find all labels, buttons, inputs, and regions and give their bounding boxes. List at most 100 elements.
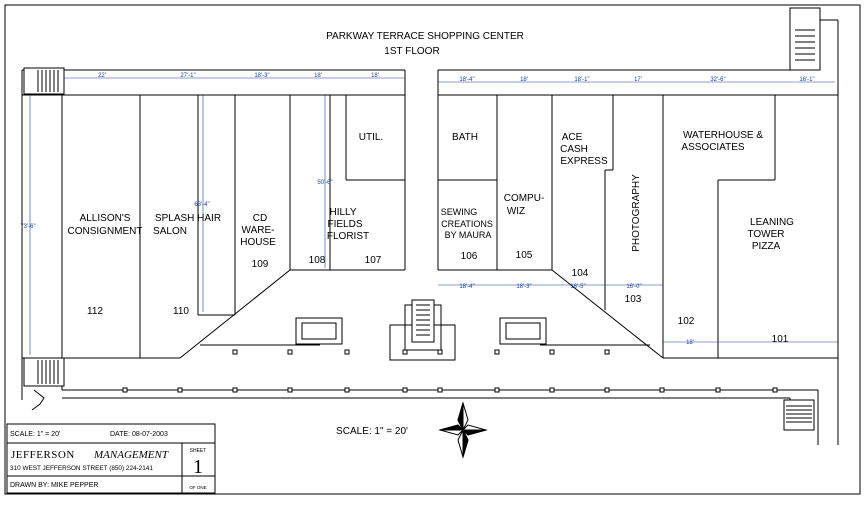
dim-label: 32'-6" — [710, 77, 725, 83]
unit-number: 101 — [772, 334, 789, 345]
scale-note: SCALE: 1" = 20' — [336, 426, 408, 437]
column-marker — [287, 387, 293, 393]
svg-text:UTIL.: UTIL. — [359, 132, 383, 143]
vertical-dimensions: 73'-6" 63'-4" 50'-6" — [20, 180, 332, 230]
svg-text:WATERHOUSE &: WATERHOUSE & — [683, 130, 763, 141]
svg-text:ASSOCIATES: ASSOCIATES — [681, 142, 744, 153]
svg-text:BATH: BATH — [452, 132, 478, 143]
unit-109: CD WARE- HOUSE 109 — [240, 213, 276, 270]
column-marker — [604, 387, 610, 393]
svg-text:ACE: ACE — [562, 132, 583, 143]
svg-text:BY MAURA: BY MAURA — [445, 230, 492, 240]
sheet-number: 1 — [193, 456, 203, 478]
svg-text:PHOTOGRAPHY: PHOTOGRAPHY — [631, 174, 642, 252]
unit-number: 108 — [309, 255, 326, 266]
unit-util: UTIL. — [359, 132, 383, 143]
svg-text:CREATIONS: CREATIONS — [441, 219, 493, 229]
svg-text:FLORIST: FLORIST — [327, 231, 369, 242]
unit-112: ALLISON'S CONSIGNMENT 112 — [68, 213, 143, 317]
unit-number: 107 — [365, 255, 382, 266]
svg-text:SPLASH HAIR: SPLASH HAIR — [155, 213, 221, 224]
unit-number: 105 — [516, 250, 533, 261]
top-dimensions: 22' 27'-1" 18'-3" 18' 18' 18'-4" 18' 18'… — [98, 73, 815, 83]
dim-label: 18'-4" — [459, 77, 474, 83]
dimension-lines — [29, 77, 838, 355]
svg-text:HOUSE: HOUSE — [240, 237, 276, 248]
column-marker — [549, 387, 555, 393]
dim-label: 18' — [371, 73, 379, 79]
unit-101: LEANING TOWER PIZZA 101 — [747, 217, 794, 345]
dim-label: 18'-4" — [459, 284, 474, 290]
column-marker — [232, 349, 238, 355]
svg-text:LEANING: LEANING — [750, 217, 794, 228]
dim-label: 73'-6" — [20, 224, 35, 230]
plan-title: PARKWAY TERRACE SHOPPING CENTER — [326, 31, 524, 42]
svg-text:PIZZA: PIZZA — [752, 241, 781, 252]
column-marker — [604, 349, 610, 355]
company-name: JEFFERSON — [11, 449, 75, 461]
svg-text:EXPRESS: EXPRESS — [560, 156, 608, 167]
unit-number: 102 — [678, 316, 695, 327]
dim-label: 18'-3" — [516, 284, 531, 290]
unit-103: PHOTOGRAPHY 103 — [625, 174, 642, 305]
svg-text:CASH: CASH — [560, 144, 588, 155]
stairs-left-bottom — [23, 357, 65, 411]
unit-108: 108 — [309, 255, 326, 266]
building-outline — [21, 7, 839, 445]
unit-number: 103 — [625, 294, 642, 305]
company-address: 310 WEST JEFFERSON STREET (850) 224-2141 — [10, 465, 153, 472]
svg-text:CONSIGNMENT: CONSIGNMENT — [68, 226, 143, 237]
column-marker — [344, 387, 350, 393]
column-marker — [437, 349, 443, 355]
svg-text:SEWING: SEWING — [441, 207, 478, 217]
unit-107: HILLY FIELDS FLORIST 107 — [327, 207, 382, 266]
dim-label: 18' — [686, 340, 694, 346]
dim-label: 18'-3" — [254, 73, 269, 79]
unit-number: 106 — [461, 251, 478, 262]
north-star-icon — [438, 401, 488, 459]
unit-bath: BATH — [452, 132, 478, 143]
svg-text:SALON: SALON — [153, 226, 187, 237]
title-block: SCALE: 1" = 20' DATE: 08-07-2003 JEFFERS… — [6, 423, 216, 494]
column-marker — [494, 387, 500, 393]
dim-label: 18' — [314, 73, 322, 79]
column-marker — [772, 387, 778, 393]
column-marker — [549, 349, 555, 355]
unit-106: SEWING CREATIONS BY MAURA 106 — [441, 207, 493, 262]
column-marker — [232, 387, 238, 393]
unit-105: COMPU- WIZ 105 — [504, 193, 545, 261]
company-name-italic: MANAGEMENT — [93, 449, 169, 461]
unit-number: 110 — [173, 306, 189, 317]
svg-text:COMPU-: COMPU- — [504, 193, 545, 204]
unit-110: SPLASH HAIR SALON 110 — [153, 213, 221, 317]
plan-subtitle: 1ST FLOOR — [384, 46, 439, 57]
unit-number: 104 — [572, 268, 589, 279]
stairs-right-bottom — [783, 399, 815, 431]
column-marker — [287, 349, 293, 355]
dim-label: 18'-1" — [574, 77, 589, 83]
column-marker — [177, 387, 183, 393]
column-marker — [122, 387, 128, 393]
unit-number: 112 — [87, 306, 103, 317]
dim-label: 17' — [634, 77, 642, 83]
dim-label: 27'-1" — [180, 73, 195, 79]
column-marker — [344, 349, 350, 355]
svg-text:ALLISON'S: ALLISON'S — [80, 213, 131, 224]
bottom-dimensions: 18'-4" 18'-3" 18'-5" 16'-0" 18' — [459, 284, 694, 346]
dim-label: 22' — [98, 73, 106, 79]
column-marker — [402, 387, 408, 393]
unit-104: ACE CASH EXPRESS 104 — [560, 132, 608, 279]
dim-label: 16'-0" — [626, 284, 641, 290]
dim-label: 18'-5" — [570, 284, 585, 290]
unit-walls — [139, 95, 776, 358]
sheet-of: OF ONE — [189, 485, 206, 490]
dim-label: 16'-1" — [799, 77, 814, 83]
svg-text:TOWER: TOWER — [747, 229, 784, 240]
planter-right — [499, 317, 547, 345]
column-marker — [437, 387, 443, 393]
title-block-scale: SCALE: 1" = 20' — [10, 431, 60, 438]
dim-label: 63'-4" — [194, 202, 209, 208]
drawn-by: DRAWN BY: MIKE PEPPER — [10, 482, 98, 489]
column-marker — [659, 387, 665, 393]
